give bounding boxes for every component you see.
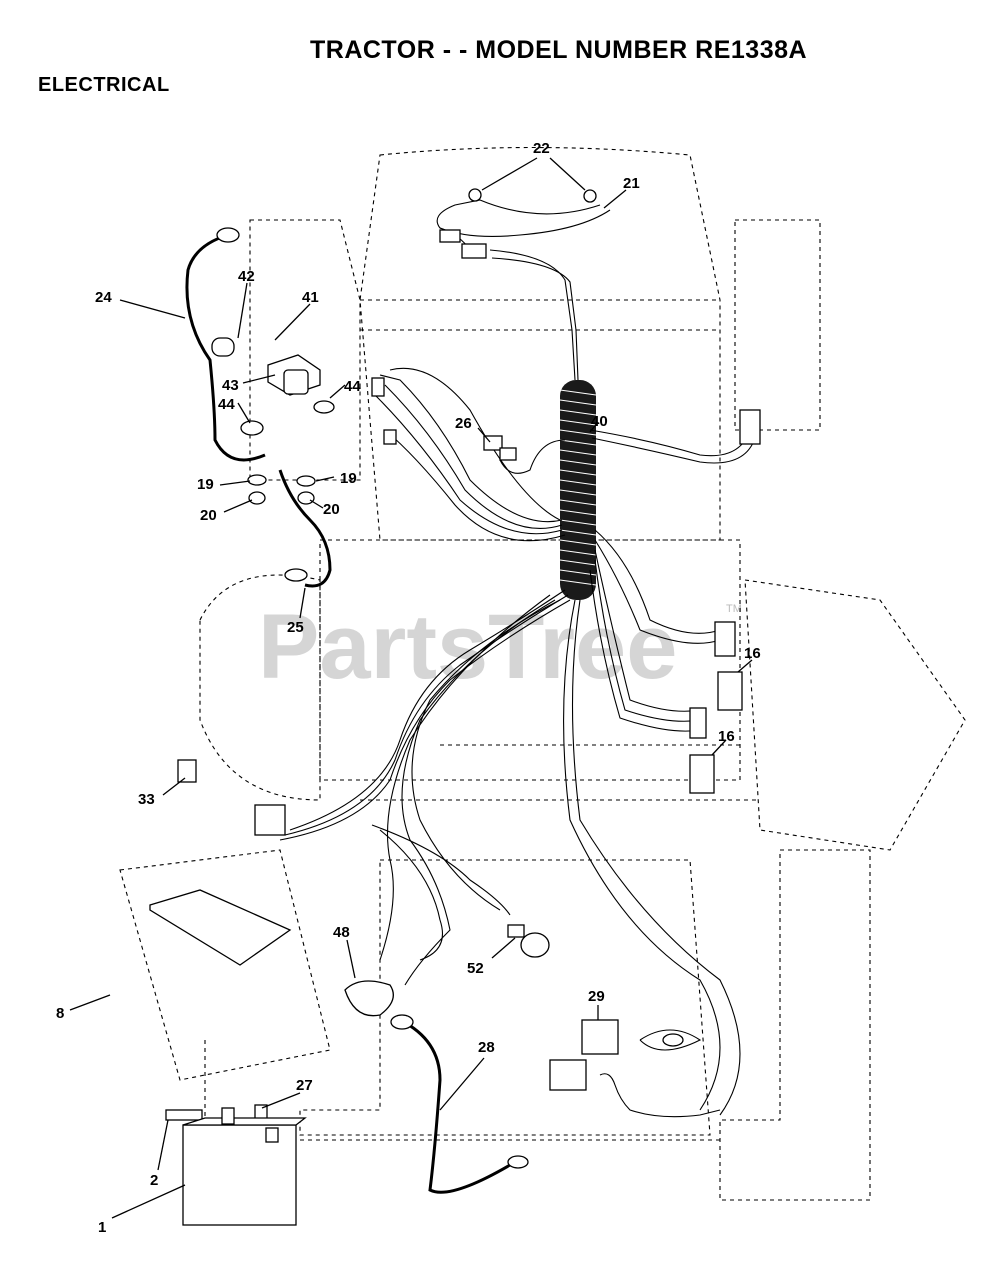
terminal-boot	[211, 337, 235, 357]
harness-connector-front	[461, 243, 487, 259]
switch-33	[177, 759, 197, 783]
seat-switch-plug	[549, 1059, 587, 1091]
ignition-switch	[581, 1019, 619, 1055]
switch-upper	[717, 671, 743, 711]
cover-left	[240, 420, 264, 436]
callout-44-left: 44	[218, 396, 235, 413]
callout-48: 48	[333, 924, 350, 941]
callout-19-left: 19	[197, 476, 214, 493]
socket-52	[507, 924, 525, 938]
headlight-bulb-right	[583, 189, 597, 203]
callout-labels: 22 21 24 42 41 43 44 44 26 40 19 19 20 2…	[56, 140, 761, 1236]
watermark-logo: PartsTree	[258, 596, 677, 698]
connector-right	[739, 409, 761, 445]
battery-cables	[185, 233, 511, 1194]
cover-right	[313, 400, 335, 414]
callout-29: 29	[588, 988, 605, 1005]
callout-16-lower: 16	[718, 728, 735, 745]
nut-right	[297, 491, 315, 505]
harness-conduit	[559, 380, 597, 600]
harness-plug-lower	[689, 707, 707, 739]
ground-terminal	[284, 568, 308, 582]
callout-43: 43	[222, 377, 239, 394]
bolt-2	[165, 1109, 203, 1121]
headlight-bulb-left	[468, 188, 482, 202]
callout-20-right: 20	[323, 501, 340, 518]
watermark-trademark: TM	[726, 603, 742, 615]
callout-20-left: 20	[200, 507, 217, 524]
lockwasher-right	[296, 475, 316, 487]
callout-42: 42	[238, 268, 255, 285]
fuse	[499, 447, 517, 461]
callout-27: 27	[296, 1077, 313, 1094]
callout-21: 21	[623, 175, 640, 192]
section-title: ELECTRICAL	[38, 74, 170, 96]
callout-25: 25	[287, 619, 304, 636]
callout-8: 8	[56, 1005, 64, 1022]
ring-terminal-29	[662, 1033, 684, 1047]
solenoid	[283, 369, 309, 395]
callout-19-right: 19	[340, 470, 357, 487]
callout-2: 2	[150, 1172, 158, 1189]
battery-post-pos	[221, 1107, 235, 1125]
battery	[182, 1124, 297, 1226]
bulb-52	[520, 932, 550, 958]
coiled-lead	[599, 1073, 721, 1118]
battery-post-neg	[265, 1127, 279, 1143]
battery-tray	[149, 889, 292, 966]
callout-28: 28	[478, 1039, 495, 1056]
switch-lower	[689, 754, 715, 794]
ring-terminal-28b	[507, 1155, 529, 1169]
lamp-48	[344, 980, 394, 1017]
leader-lines	[69, 157, 753, 1219]
callout-24: 24	[95, 289, 112, 306]
callout-22: 22	[533, 140, 550, 157]
parts	[149, 188, 761, 1226]
callout-44-right: 44	[344, 378, 361, 395]
harness-connector-small	[439, 229, 461, 243]
nut-left	[248, 491, 266, 505]
callout-52: 52	[467, 960, 484, 977]
terminal-ring	[216, 227, 240, 243]
battery-top	[182, 1117, 307, 1126]
callout-1: 1	[98, 1219, 106, 1236]
callout-16-upper: 16	[744, 645, 761, 662]
callout-33: 33	[138, 791, 155, 808]
lockwasher-left	[247, 474, 267, 486]
connector-a	[371, 377, 385, 397]
callout-26: 26	[455, 415, 472, 432]
harness-plug-upper	[714, 621, 736, 657]
callout-40: 40	[591, 413, 608, 430]
connector-b	[383, 429, 397, 445]
callout-41: 41	[302, 289, 319, 306]
wiring-harness	[279, 199, 756, 1116]
harness-block-connector	[254, 804, 286, 836]
ring-terminal-28a	[390, 1014, 414, 1030]
page-title: TRACTOR - - MODEL NUMBER RE1338A	[310, 36, 808, 64]
